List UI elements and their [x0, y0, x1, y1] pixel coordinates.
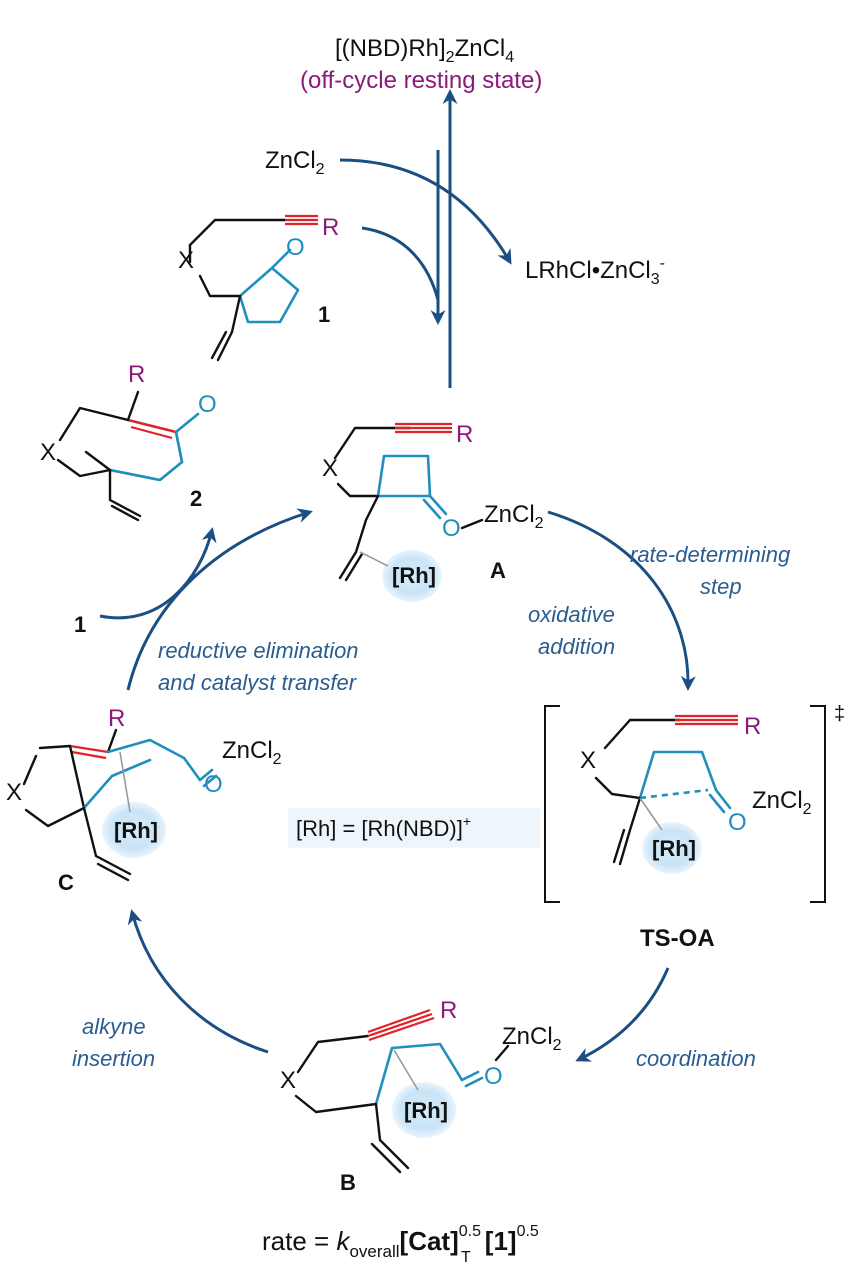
svg-text:O: O	[286, 234, 305, 261]
svg-text:X: X	[280, 1067, 296, 1094]
svg-text:1: 1	[74, 612, 86, 637]
zncl2-label: ZnCl2	[265, 147, 325, 178]
svg-text:X: X	[580, 747, 596, 774]
svg-text:addition: addition	[538, 634, 615, 659]
intermediate-B-structure: R X O ZnCl2 [Rh] B	[280, 997, 562, 1195]
svg-text:R: R	[456, 421, 473, 448]
substrate-1-structure: X R O 1	[178, 214, 339, 362]
zncl2-arrow	[339, 158, 512, 265]
intermediate-C-structure: R X O ZnCl2 [Rh] C	[6, 705, 282, 895]
product-2-structure: R X O 2	[40, 361, 217, 522]
svg-text:[Rh]: [Rh]	[404, 1098, 448, 1123]
svg-text:step: step	[700, 574, 742, 599]
svg-text:[Rh]: [Rh]	[392, 563, 436, 588]
svg-text:R: R	[322, 214, 339, 241]
lrhcl-label: LRhCl•ZnCl3-	[525, 255, 665, 288]
svg-text:insertion: insertion	[72, 1046, 155, 1071]
svg-text:R: R	[108, 705, 125, 732]
svg-text:O: O	[484, 1063, 503, 1090]
svg-text:O: O	[198, 391, 217, 418]
coordination-arrow	[575, 967, 670, 1062]
substrate-entry-arrow	[99, 527, 217, 620]
oxidative-addition-arrow	[547, 510, 696, 691]
svg-text:X: X	[6, 779, 22, 806]
svg-text:and catalyst transfer: and catalyst transfer	[158, 670, 358, 695]
rh-legend-box	[288, 808, 540, 848]
svg-text:R: R	[744, 713, 761, 740]
svg-text:X: X	[322, 455, 338, 482]
equilibrium-arrows	[430, 89, 458, 388]
svg-text:O: O	[442, 515, 461, 542]
svg-text:ZnCl2: ZnCl2	[484, 501, 544, 532]
intermediate-A-structure: R X O ZnCl2 [Rh] A	[322, 421, 544, 602]
resting-state-label: [(NBD)Rh]2ZnCl4 (off-cycle resting state…	[300, 35, 542, 94]
svg-text:oxidative: oxidative	[528, 602, 615, 627]
svg-text:rate-determining: rate-determining	[630, 542, 791, 567]
svg-text:R: R	[128, 361, 145, 388]
TS-OA-label: TS-OA	[640, 925, 715, 952]
svg-text:reductive elimination: reductive elimination	[158, 638, 359, 663]
svg-text:[(NBD)Rh]2ZnCl4: [(NBD)Rh]2ZnCl4	[335, 35, 514, 66]
svg-text:O: O	[204, 771, 223, 798]
svg-text:‡: ‡	[834, 703, 845, 725]
svg-text:rate = koverall[Cat]0.5T[1]0.5: rate = koverall[Cat]0.5T[1]0.5	[262, 1223, 539, 1266]
intermediate-C-label: C	[58, 870, 74, 895]
svg-text:X: X	[40, 439, 56, 466]
compound-2-label: 2	[190, 486, 202, 511]
svg-text:alkyne: alkyne	[82, 1014, 146, 1039]
resting-state-note: (off-cycle resting state)	[300, 67, 542, 94]
svg-text:coordination: coordination	[636, 1046, 756, 1071]
svg-text:[Rh]: [Rh]	[114, 818, 158, 843]
svg-text:X: X	[178, 247, 194, 274]
svg-text:R: R	[440, 997, 457, 1024]
substrate-arrow	[361, 226, 440, 301]
alkyne-insertion-arrow	[127, 909, 269, 1054]
compound-1-label: 1	[318, 302, 330, 327]
intermediate-B-label: B	[340, 1170, 356, 1195]
rh-legend: [Rh] = [Rh(NBD)]+	[296, 813, 471, 841]
svg-text:ZnCl2: ZnCl2	[502, 1023, 562, 1054]
svg-text:ZnCl2: ZnCl2	[222, 737, 282, 768]
svg-text:ZnCl2: ZnCl2	[752, 787, 812, 818]
transition-state-TS-OA: ‡ R X O ZnCl2 [Rh] TS-OA	[544, 703, 845, 952]
svg-text:O: O	[728, 809, 747, 836]
reductive-elimination-arrow	[126, 508, 313, 691]
svg-text:[Rh]: [Rh]	[652, 836, 696, 861]
intermediate-A-label: A	[490, 558, 506, 583]
